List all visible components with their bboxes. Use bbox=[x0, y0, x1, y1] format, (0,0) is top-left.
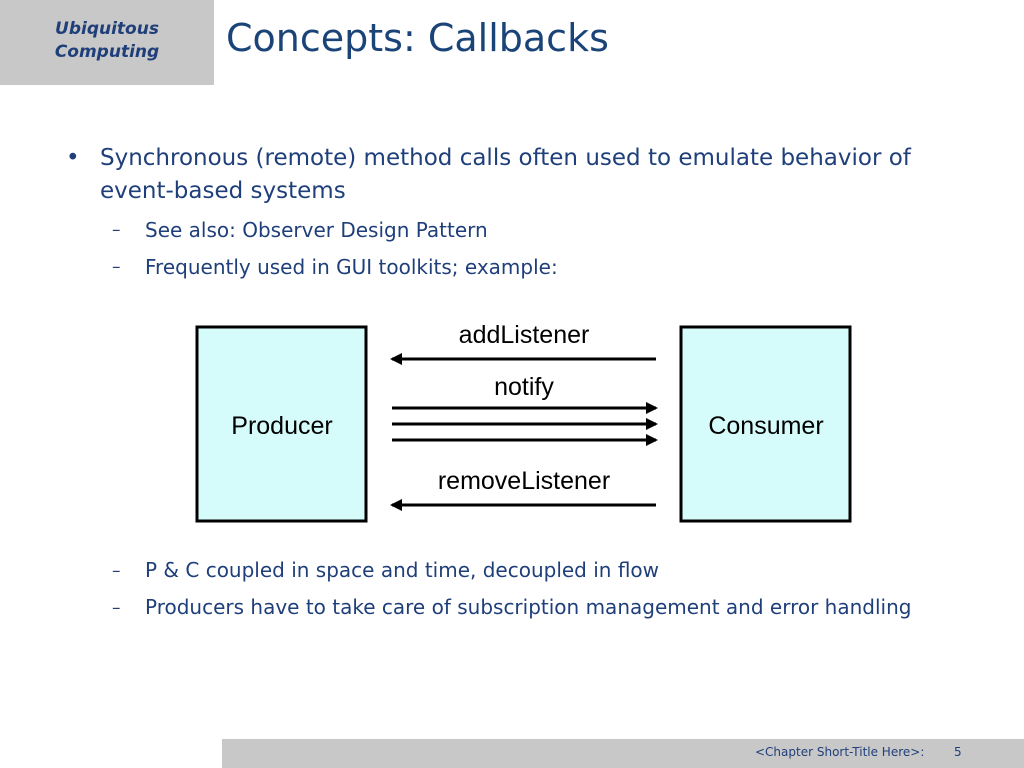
consumer-label: Consumer bbox=[708, 412, 823, 440]
sub-bullet-dash: – bbox=[112, 220, 121, 240]
producer-box bbox=[195, 325, 368, 523]
sub-bullet-dash: – bbox=[112, 598, 121, 618]
bullet-main: Synchronous (remote) method calls often … bbox=[100, 145, 911, 204]
footer-page-number: 5 bbox=[954, 745, 962, 759]
footer-bar bbox=[222, 739, 1024, 768]
sub-bullet-gui: Frequently used in GUI toolkits; example… bbox=[145, 255, 558, 279]
consumer-box bbox=[679, 325, 852, 523]
course-title-line2: Computing bbox=[54, 42, 160, 62]
bullet-dot: • bbox=[66, 145, 80, 171]
add-listener-label: addListener bbox=[459, 321, 590, 349]
notify-label: notify bbox=[494, 373, 554, 401]
sub-bullet-coupling: P & C coupled in space and time, decoupl… bbox=[145, 558, 660, 582]
producer-label: Producer bbox=[231, 412, 332, 440]
course-title-line1: Ubiquitous bbox=[55, 19, 159, 39]
sub-bullet-dash: – bbox=[112, 257, 121, 277]
sub-bullet-observer: See also: Observer Design Pattern bbox=[145, 218, 488, 242]
sub-bullet-dash: – bbox=[112, 561, 121, 581]
footer-chapter-title: <Chapter Short-Title Here>: bbox=[755, 745, 925, 759]
sub-bullet-subscription: Producers have to take care of subscript… bbox=[145, 595, 912, 619]
remove-listener-label: removeListener bbox=[438, 467, 610, 495]
slide-title: Concepts: Callbacks bbox=[226, 16, 609, 60]
course-title: Ubiquitous Computing bbox=[0, 18, 214, 64]
course-title-box bbox=[0, 0, 214, 85]
